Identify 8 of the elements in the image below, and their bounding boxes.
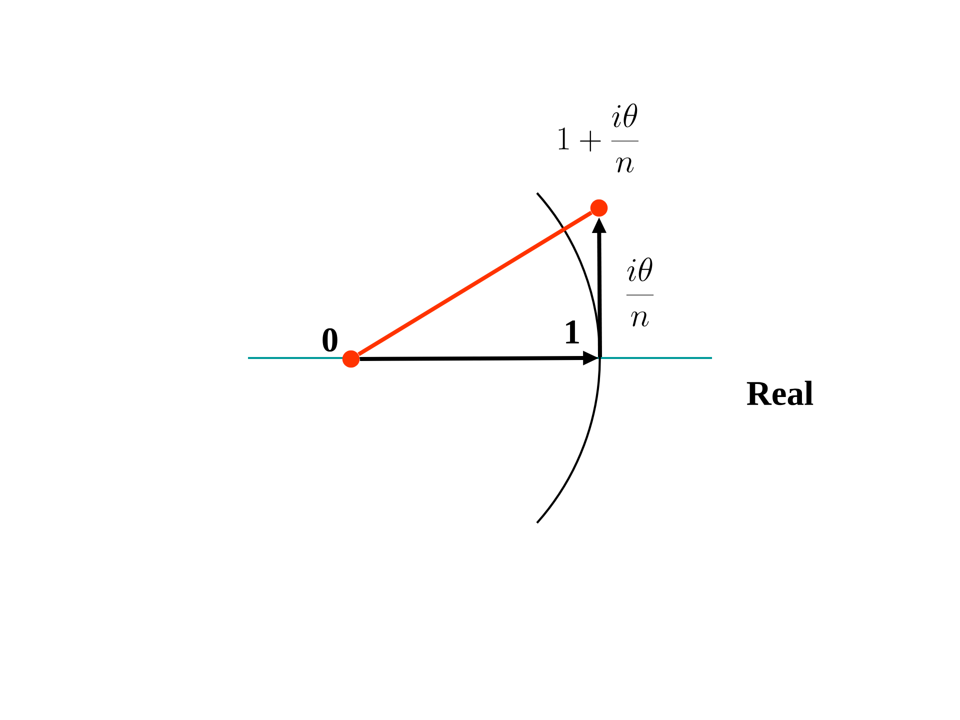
axis-label: Real (746, 380, 814, 406)
point-label: 1 (566, 320, 579, 344)
edge-label: $\frac{i\theta}{n}$ (624, 256, 656, 328)
point-dot (342, 350, 360, 368)
point-label: 0 (322, 328, 338, 352)
point-dot (590, 199, 608, 217)
point-label: $1+\frac{i\theta}{n}$ (558, 104, 638, 172)
line-segment (358, 210, 592, 356)
